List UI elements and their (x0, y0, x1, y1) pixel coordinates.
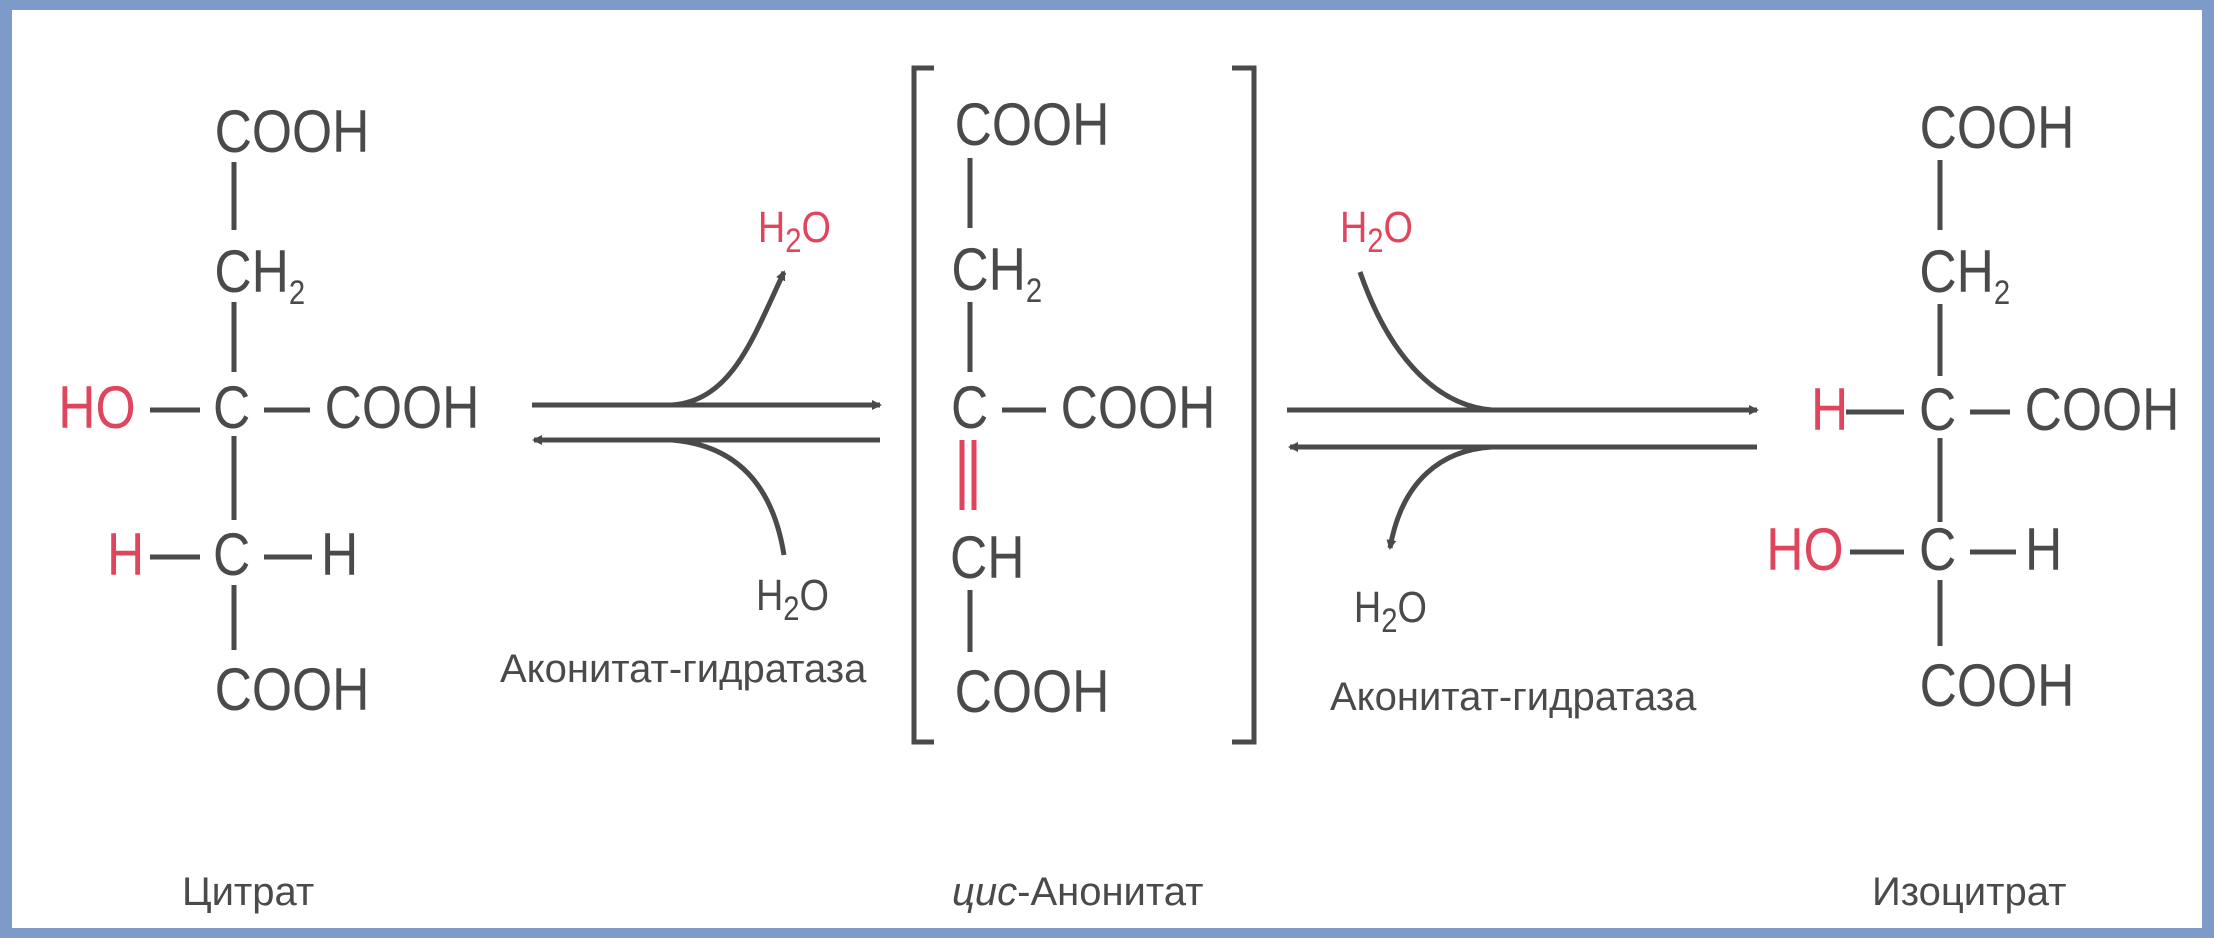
citrate-top-cooh: COOH (215, 97, 370, 165)
isocitrate-ch2: CH2 (1919, 237, 2010, 311)
brackets (911, 65, 1257, 745)
enzyme-label-2: Аконитат-гидратаза (1330, 675, 1697, 719)
isocitrate-structure: COOH CH2 H C COOH HO C H COOH (1766, 93, 2179, 719)
isocitrate-c2: C (1919, 515, 1956, 583)
citrate-mid-cooh: COOH (325, 373, 480, 441)
isocitrate-ho: HO (1766, 515, 1843, 583)
citrate-bottom-cooh: COOH (215, 655, 370, 723)
isocitrate-h-left: H (1811, 375, 1848, 443)
citrate-h-right: H (321, 520, 358, 588)
water-uptake-curve (1357, 271, 1493, 413)
enzyme-label-1: Аконитат-гидратаза (500, 647, 867, 691)
citrate-ho: HO (58, 373, 135, 441)
water-release-curve (671, 270, 787, 408)
isocitrate-bottom-cooh: COOH (1920, 651, 2075, 719)
isocitrate-top-cooh: COOH (1920, 93, 2075, 161)
isocitrate-c1: C (1919, 375, 1956, 443)
citrate-h-left: H (107, 520, 144, 588)
water-label-out-2: H2O (1354, 582, 1427, 639)
cis-aconitate-structure: COOH CH2 C COOH CH COOH (950, 90, 1215, 725)
isocitrate-mid-cooh: COOH (2025, 375, 2180, 443)
aconitate-label: цис-Анонитат (952, 870, 1203, 914)
citrate-ch2: CH2 (214, 237, 305, 311)
aconitate-bottom-cooh: COOH (955, 657, 1110, 725)
citrate-c1: C (213, 373, 250, 441)
isocitrate-h-right: H (2025, 515, 2062, 583)
water-label-in-2: H2O (1340, 202, 1413, 259)
left-bracket (911, 65, 934, 745)
right-bracket (1232, 65, 1257, 745)
water-release-curve (1386, 444, 1493, 550)
aconitate-c: C (951, 373, 988, 441)
equilibrium-arrows-1 (532, 270, 882, 556)
aconitate-ch2: CH2 (951, 235, 1042, 309)
aconitate-top-cooh: COOH (955, 90, 1110, 158)
water-uptake-curve (671, 437, 787, 556)
citrate-label: Цитрат (182, 870, 314, 914)
citrate-structure: COOH CH2 HO C COOH H C H COOH (58, 97, 479, 723)
equilibrium-arrows-2 (1287, 271, 1759, 550)
citrate-c2: C (213, 520, 250, 588)
reaction-diagram: COOH CH2 HO C COOH H C H COOH Цитрат H2O… (58, 65, 2179, 914)
aconitate-mid-cooh: COOH (1061, 373, 1216, 441)
aconitate-ch: CH (950, 523, 1025, 591)
water-label-out-1: H2O (758, 202, 831, 259)
slide-panel: COOH CH2 HO C COOH H C H COOH Цитрат H2O… (12, 10, 2202, 928)
isocitrate-label: Изоцитрат (1872, 870, 2066, 914)
water-label-in-1: H2O (756, 570, 829, 627)
